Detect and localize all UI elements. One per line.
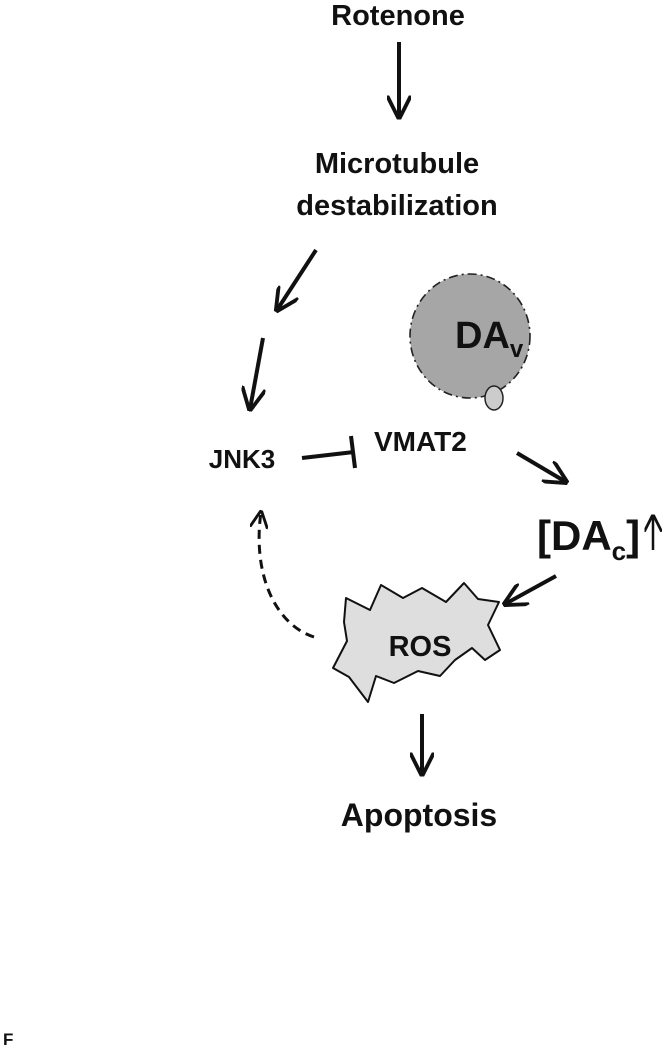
arrow-microtubule-to-gap [277, 248, 318, 310]
inhibition-line-jnk3-vmat2 [301, 450, 355, 460]
arrow-vmat2-to-dac [515, 451, 566, 482]
panel-label: F [3, 1030, 13, 1049]
ros-shape [332, 582, 501, 703]
vmat2-label: VMAT2 [374, 426, 467, 457]
da-c-label: [DAc] [537, 512, 640, 566]
vmat2-transporter-icon [484, 385, 504, 411]
microtubule-label-line1: Microtubule [315, 148, 479, 180]
inhibition-bar [349, 435, 357, 469]
rotenone-label: Rotenone [331, 0, 465, 32]
ros-label: ROS [389, 631, 452, 663]
microtubule-label-line2: destabilization [296, 190, 497, 222]
dopamine-vesicle [409, 273, 531, 399]
arrow-dac-to-ros [505, 574, 557, 604]
jnk3-label: JNK3 [209, 444, 275, 474]
da-v-label: DAv [455, 315, 524, 363]
apoptosis-label: Apoptosis [341, 797, 497, 833]
arrow-gap-to-jnk3 [250, 337, 263, 409]
dashed-arrow-ros-to-jnk3 [259, 512, 315, 639]
